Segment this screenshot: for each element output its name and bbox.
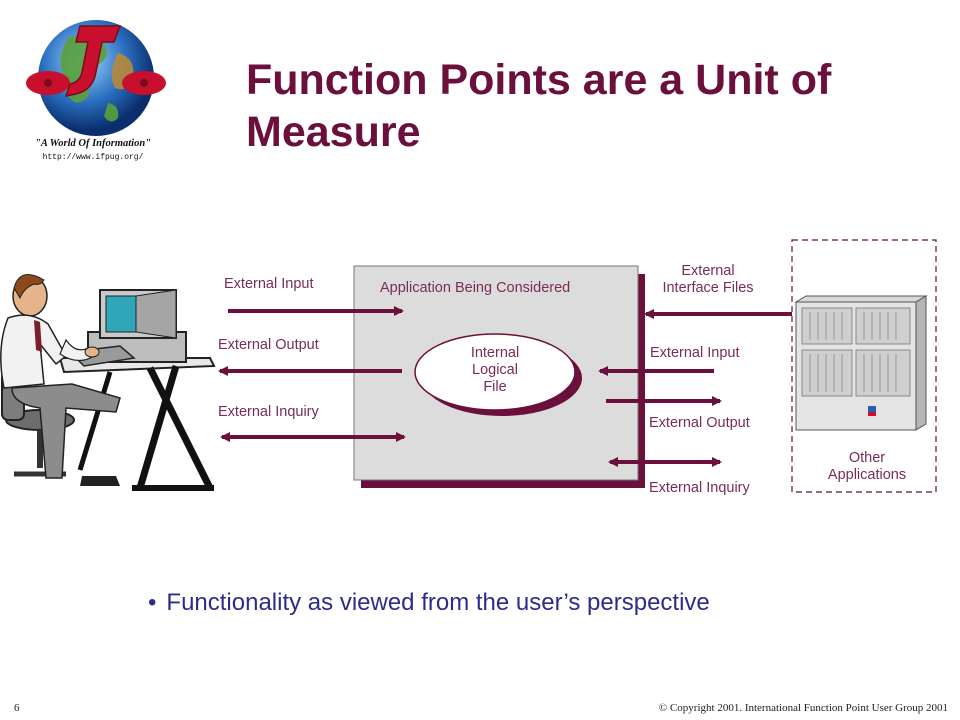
user-external-inquiry-label: External Inquiry: [218, 404, 319, 420]
ilf-line-2: Logical: [472, 362, 518, 378]
eif-line-2: Interface Files: [662, 280, 754, 296]
ifpug-logo: "A World Of Information" http://www.ifpu…: [8, 8, 178, 168]
external-interface-files-label: External Interface Files: [640, 263, 776, 297]
title-line-2: Measure: [246, 108, 421, 156]
logo-url: http://www.ifpug.org/: [42, 153, 144, 162]
page-title: Function Points are a Unit of Measure: [246, 54, 946, 158]
globe-logo-icon: [26, 20, 166, 136]
function-point-diagram: [0, 239, 937, 493]
bullet-marker: •: [148, 589, 157, 616]
server-cabinet-icon: [794, 295, 928, 431]
page-number: 6: [14, 702, 20, 714]
user-external-input-label: External Input: [224, 276, 314, 292]
ilf-line-3: File: [483, 379, 507, 395]
logo-tagline: "A World Of Information": [34, 138, 151, 149]
eif-line-1: External: [681, 263, 735, 279]
other-applications-box: [791, 239, 937, 493]
application-label: Application Being Considered: [380, 280, 571, 296]
bullet-text: Functionality as viewed from the user’s …: [166, 589, 710, 616]
other-apps-line-1: Other: [848, 450, 886, 466]
user-at-computer-icon: [0, 274, 216, 491]
title-line-1: Function Points are a Unit of: [246, 56, 832, 104]
other-apps-line-2: Applications: [827, 467, 907, 483]
user-external-output-label: External Output: [218, 337, 319, 353]
copyright-notice: © Copyright 2001. International Function…: [658, 702, 948, 714]
internal-logical-file-label: Internal Logical File: [445, 345, 545, 396]
application-box: [353, 265, 645, 488]
other-applications-label: Other Applications: [808, 450, 926, 484]
right-external-output-label: External Output: [649, 415, 750, 431]
bullet-point: • Functionality as viewed from the user’s…: [148, 589, 710, 617]
right-external-input-label: External Input: [650, 345, 740, 361]
ilf-line-1: Internal: [470, 345, 520, 361]
right-external-inquiry-label: External Inquiry: [649, 480, 750, 496]
